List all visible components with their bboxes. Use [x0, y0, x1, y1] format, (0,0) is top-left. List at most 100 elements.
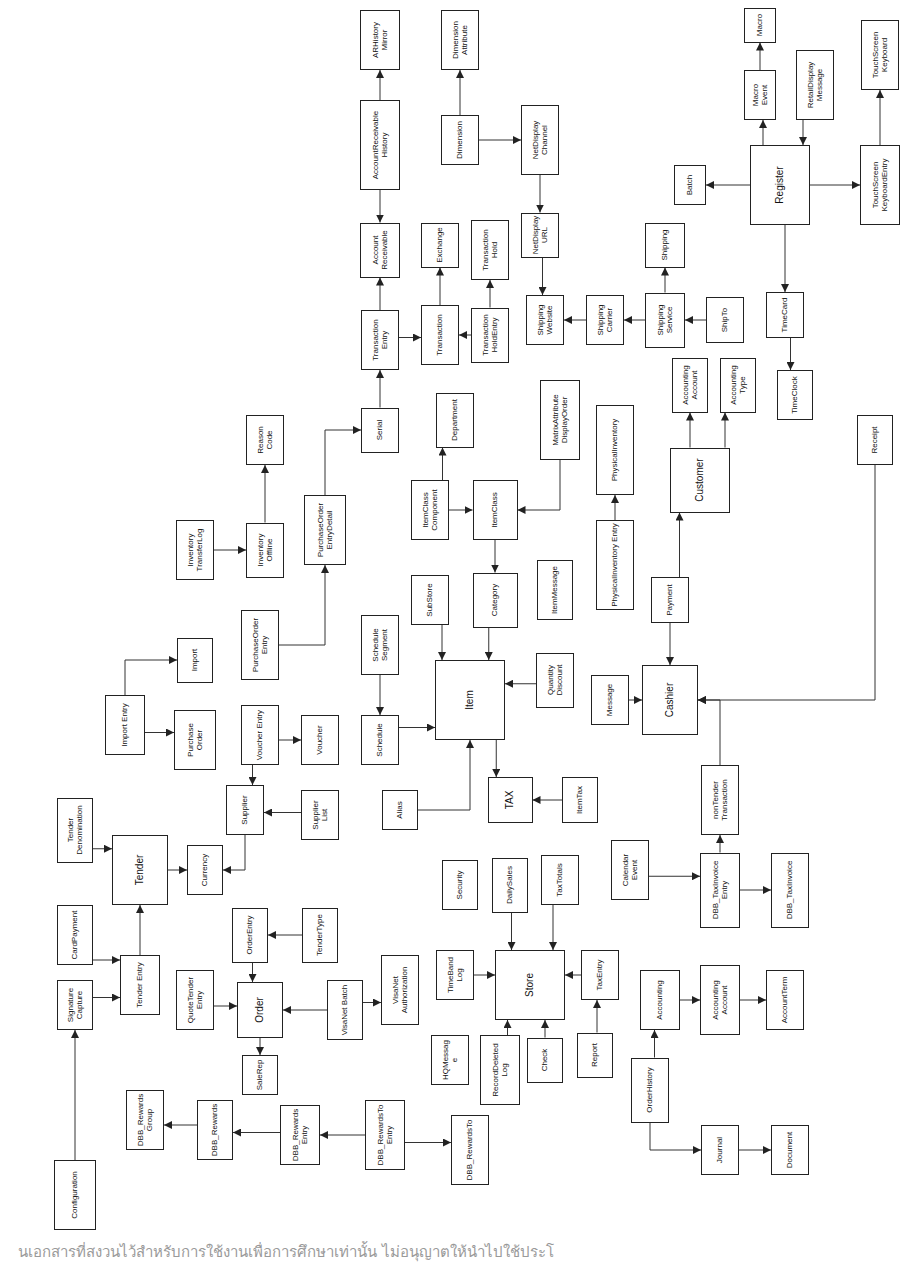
relationship-line	[440, 268, 441, 306]
entity-label: Inventory Offline	[256, 526, 274, 575]
entity-label: TimeCard	[780, 295, 789, 335]
relationship-line	[214, 550, 246, 551]
entity-name: ItemClass	[490, 483, 499, 537]
entity-box: DBB_Rewards Group	[126, 1090, 164, 1150]
relationship-line	[449, 510, 473, 511]
relationship-line	[685, 320, 706, 321]
entity-box: Message	[591, 675, 629, 725]
relationship-line	[252, 963, 253, 983]
entity-label: MatrixAttribute DisplayOrder	[551, 383, 569, 457]
entity-box: Import	[177, 638, 213, 683]
entity-box: Check	[527, 1038, 563, 1083]
entity-label: Exchange	[435, 226, 444, 265]
entity-label: Order	[254, 985, 266, 1035]
entity-label: TimeClock	[790, 373, 799, 417]
relationship-line	[654, 1030, 655, 1058]
relationship-line	[564, 320, 586, 321]
entity-box: DBB_Rewards Entry	[280, 1105, 320, 1165]
entity-name: nonTender Transaction	[711, 768, 729, 832]
entity-name: DBB_TaxInvoice	[785, 856, 794, 925]
relationship-line	[490, 280, 491, 308]
entity-label: AccountReceivable History	[371, 103, 389, 187]
entity-box: DBB_TaxInvoice	[771, 853, 809, 928]
entity-box: Payment	[651, 577, 689, 623]
entity-box: RetailDisplay Message	[796, 50, 834, 120]
entity-label: PhysicalInventory	[610, 408, 619, 492]
relationship-line	[803, 120, 804, 145]
entity-name: Item	[464, 663, 476, 737]
relationship-line	[739, 1150, 771, 1151]
entity-name: Transaction HoldEntry	[481, 311, 499, 360]
relationship-line	[380, 675, 381, 715]
entity-box: Purchase Order	[174, 710, 216, 770]
entity-box: Supplier List	[301, 790, 339, 840]
relationship-line	[233, 1132, 280, 1133]
entity-box: Import Entry	[105, 695, 145, 755]
relationship-line	[496, 740, 497, 777]
entity-name: Check	[540, 1041, 549, 1080]
entity-name: DBB_RewardsTo Entry	[376, 1103, 394, 1167]
entity-name: Import	[190, 641, 199, 680]
entity-box: Batch	[674, 165, 706, 205]
entity-name: Payment	[665, 580, 674, 620]
relationship-line	[93, 848, 112, 849]
entity-box: NetDisplay URL	[521, 213, 559, 258]
entity-label: Transaction HoldEntry	[481, 311, 499, 360]
entity-name: Document	[785, 1128, 794, 1172]
entity-label: DBB_TaxInvoice	[785, 856, 794, 925]
entity-label: DBB_RewardsTo	[465, 1118, 474, 1182]
entity-name: AccountReceivable History	[371, 103, 389, 187]
relationship-line	[442, 625, 443, 660]
relationship-line	[380, 370, 381, 408]
relationship-line	[260, 1038, 261, 1055]
entity-box: ItemClass Component	[411, 480, 449, 540]
entity-label: Transaction Entry	[371, 313, 389, 367]
entity-label: Item	[464, 663, 476, 737]
entity-box: Macro	[744, 8, 776, 43]
entity-label: DailySales	[505, 861, 514, 910]
entity-box: DBB_RewardsTo Entry	[365, 1100, 405, 1170]
entity-box: Register	[750, 145, 810, 225]
entity-name: DBB_RewardsTo	[465, 1118, 474, 1182]
entity-box: Accounting Account	[700, 965, 740, 1035]
entity-box: PurchaseOrder Entry	[241, 610, 279, 680]
entity-box: Department	[436, 393, 474, 448]
entity-box: TAX	[488, 777, 533, 823]
relationship-line	[380, 278, 381, 311]
relationship-line	[459, 335, 471, 336]
relationship-line	[252, 765, 253, 785]
entity-box: TenderType	[302, 908, 338, 963]
entity-label: OrderHistory	[645, 1061, 654, 1120]
entity-box: TouchScreen KeyboardEntry	[860, 145, 900, 225]
relationship-line	[706, 185, 750, 186]
entity-label: Serial	[375, 411, 384, 450]
entity-label: Shipping Service	[656, 296, 674, 345]
entity-box: Signature Capture	[57, 980, 93, 1030]
entity-box: PhysicalInventory	[596, 405, 634, 495]
entity-box: nonTender Transaction	[701, 765, 739, 835]
entity-name: NetDisplay URL	[531, 216, 549, 255]
entity-label: Currency	[200, 848, 209, 892]
entity-box: Category	[473, 573, 518, 628]
entity-name: Transaction	[435, 308, 444, 362]
entity-box: Transaction Hold	[471, 220, 509, 280]
entity-box: Shipping	[645, 223, 685, 268]
entity-label: TouchScreen Keyboard	[871, 23, 889, 87]
entity-name: CardPayment	[70, 908, 79, 962]
entity-label: Accounting Type	[729, 361, 747, 410]
relationship-line	[680, 1000, 700, 1001]
entity-label: Quantity Discount	[546, 656, 564, 705]
entity-box: PhysicalInventory Entry	[596, 520, 634, 610]
entity-box: Account Receivable	[360, 223, 400, 278]
entity-name: OrderHistory	[645, 1061, 654, 1120]
entity-box: Item	[435, 660, 505, 740]
relationship-line	[145, 732, 174, 733]
entity-label: Tender	[134, 838, 146, 902]
entity-name: Security	[455, 863, 464, 907]
relationship-line	[511, 913, 512, 951]
entity-box: Voucher Entry	[241, 705, 279, 765]
entity-label: PurchaseOrder EntryDetail	[316, 498, 334, 562]
entity-label: QuoteTender Entry	[186, 973, 204, 1027]
entity-name: Schedule	[375, 718, 384, 762]
entity-name: Accounting Account	[681, 361, 699, 410]
